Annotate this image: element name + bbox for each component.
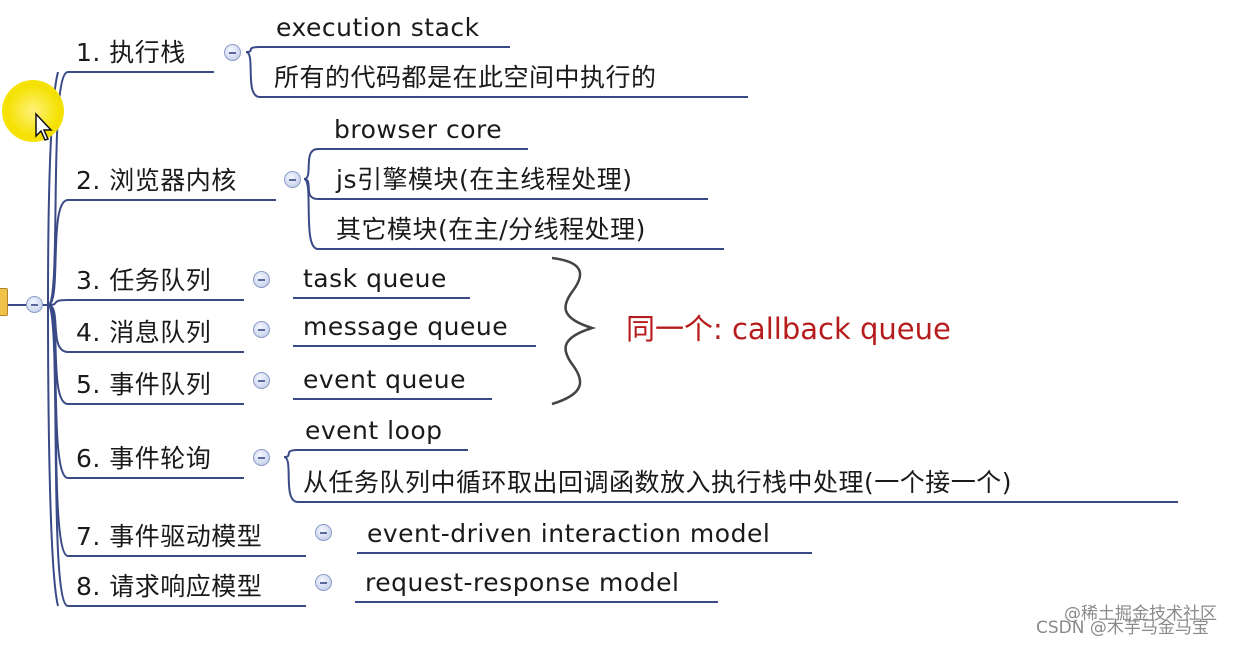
subtopic-4-1[interactable]: message queue bbox=[303, 312, 509, 341]
topic-label-7[interactable]: 7. 事件驱动模型 bbox=[76, 522, 263, 551]
root-collapse-icon[interactable] bbox=[26, 296, 43, 313]
subtopic-3-1[interactable]: task queue bbox=[303, 264, 447, 293]
topic-label-1[interactable]: 1. 执行栈 bbox=[76, 38, 186, 67]
child-line-6-2 bbox=[283, 456, 1178, 503]
topic-label-8[interactable]: 8. 请求响应模型 bbox=[76, 572, 263, 601]
collapse-icon-5[interactable] bbox=[253, 372, 270, 389]
collapse-icon-3[interactable] bbox=[253, 271, 270, 288]
collapse-icon-7[interactable] bbox=[315, 524, 332, 541]
collapse-icon-2[interactable] bbox=[284, 171, 301, 188]
root-topic-icon[interactable] bbox=[0, 288, 8, 316]
child-line-6-1 bbox=[283, 449, 468, 458]
branch-line-8 bbox=[47, 304, 306, 607]
subtopic-6-2[interactable]: 从任务队列中循环取出回调函数放入执行栈中处理(一个接一个) bbox=[303, 468, 1013, 497]
topic-label-6[interactable]: 6. 事件轮询 bbox=[76, 444, 212, 473]
subtopic-1-2[interactable]: 所有的代码都是在此空间中执行的 bbox=[274, 63, 657, 92]
subtopic-8-1[interactable]: request-response model bbox=[365, 568, 680, 597]
summary-brace bbox=[551, 256, 597, 406]
cursor-highlight bbox=[2, 80, 64, 142]
topic-label-4[interactable]: 4. 消息队列 bbox=[76, 318, 212, 347]
topic-label-2[interactable]: 2. 浏览器内核 bbox=[76, 166, 237, 195]
subtopic-1-1[interactable]: execution stack bbox=[276, 13, 480, 42]
collapse-icon-1[interactable] bbox=[224, 44, 241, 61]
topic-label-5[interactable]: 5. 事件队列 bbox=[76, 370, 212, 399]
summary-callout: 同一个: callback queue bbox=[626, 312, 951, 346]
collapse-icon-8[interactable] bbox=[315, 574, 332, 591]
branch-line-1 bbox=[47, 71, 214, 306]
subtopic-2-2[interactable]: js引擎模块(在主线程处理) bbox=[336, 165, 633, 194]
child-line-2-1 bbox=[303, 148, 528, 180]
child-line-1-2 bbox=[245, 51, 748, 98]
topic-label-3[interactable]: 3. 任务队列 bbox=[76, 266, 212, 295]
collapse-icon-4[interactable] bbox=[253, 321, 270, 338]
subtopic-2-1[interactable]: browser core bbox=[334, 115, 503, 144]
branch-line-2 bbox=[47, 199, 276, 306]
subtopic-7-1[interactable]: event-driven interaction model bbox=[367, 519, 771, 548]
collapse-icon-6[interactable] bbox=[253, 449, 270, 466]
child-line-1-1 bbox=[245, 46, 510, 53]
watermark-line-1: @稀土掘金技术社区 bbox=[1064, 604, 1217, 624]
branch-line-3 bbox=[47, 299, 244, 306]
child-line-2-3 bbox=[303, 178, 724, 250]
subtopic-6-1[interactable]: event loop bbox=[305, 416, 443, 445]
subtopic-2-3[interactable]: 其它模块(在主/分线程处理) bbox=[336, 215, 646, 244]
trunk-line bbox=[47, 71, 59, 607]
watermark-line-2: CSDN @木芋马金马宝 bbox=[1036, 618, 1209, 638]
mouse-cursor-icon bbox=[35, 112, 53, 141]
subtopic-5-1[interactable]: event queue bbox=[303, 365, 466, 394]
